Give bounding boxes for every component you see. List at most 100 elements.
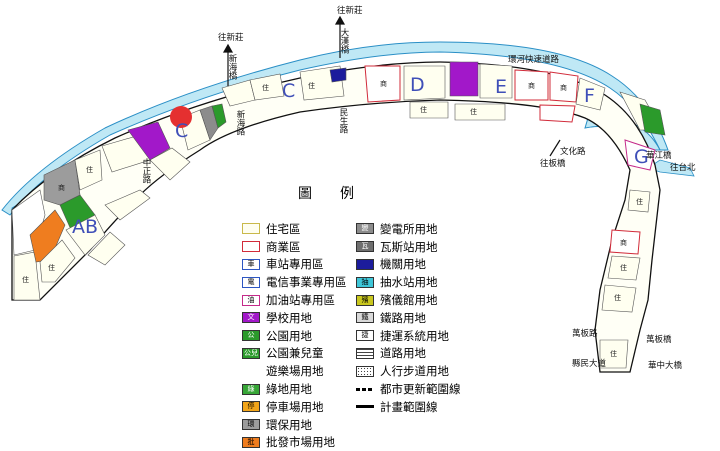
legend-swatch (242, 223, 260, 235)
zone-letters: AB C C D E F G (72, 74, 649, 238)
legend: 圖例 住宅區商業區車車站專用區電電信事業專用區油加油站專用區文學校用地公公園用地… (238, 183, 498, 449)
parcel-label: 住 (48, 263, 55, 272)
legend-label: 都市更新範圍線 (380, 382, 461, 397)
legend-swatch: 變 (356, 223, 374, 235)
legend-item: 捷 捷運系統用地 (356, 327, 461, 345)
legend-swatch: 公 (242, 330, 260, 342)
legend-swatch-glyph: 抽 (361, 277, 369, 286)
legend-swatch (356, 387, 374, 391)
to-banqiao: 往板橋 (540, 158, 566, 169)
parcel-label: 商 (620, 238, 627, 247)
legend-swatch-glyph: 電 (247, 277, 255, 286)
legend-label: 住宅區 (266, 221, 301, 236)
parcel-label: 住 (22, 275, 29, 284)
legend-item: 道路用地 (356, 345, 461, 363)
legend-item: 鐵鐵路用地 (356, 309, 461, 327)
legend-item: 都市更新範圍線 (356, 380, 461, 398)
legend-label: 機關用地 (380, 257, 426, 272)
legend-swatch: 抽 (356, 276, 374, 288)
legend-item: 遊樂場用地 (242, 362, 347, 380)
legend-item: 停 停車場用地 (242, 398, 347, 416)
legend-label: 人行步道用地 (380, 364, 449, 379)
legend-swatch-glyph: 油 (247, 295, 255, 304)
parcel-label: 商 (58, 183, 65, 192)
legend-swatch-glyph: 瓦 (361, 242, 369, 251)
legend-label: 變電所用地 (380, 221, 438, 236)
parcel-label: 住 (470, 107, 477, 116)
legend-swatch-glyph: 公 (247, 331, 255, 340)
wanban-bridge: 萬板橋 (646, 334, 672, 345)
legend-swatch (356, 347, 374, 359)
legend-swatch: 公兒 (242, 347, 260, 359)
parcels (11, 61, 666, 369)
legend-swatch-glyph: 公兒 (244, 348, 258, 357)
parcel-label: 住 (86, 165, 93, 174)
parcel-label: 住 (636, 197, 643, 206)
legend-swatch: 殯 (356, 294, 374, 306)
legend-label: 計畫範圍線 (380, 399, 438, 414)
legend-label: 停車場用地 (266, 399, 324, 414)
zone-f-label: F (584, 85, 595, 107)
huajiang-bridge: 華江橋 (646, 150, 672, 161)
legend-label: 殯儀館用地 (380, 293, 438, 308)
xinhai-road: 新海路 (235, 109, 245, 136)
zone-d-label: D (410, 74, 425, 96)
legend-swatch-glyph: 殯 (361, 295, 369, 304)
legend-swatch: 鐵 (356, 312, 374, 324)
zone-e-label: E (495, 76, 507, 98)
legend-swatch-glyph: 鐵 (361, 313, 369, 322)
to-xinzhuang-2: 往新莊 (218, 32, 244, 43)
legend-label: 加油站專用區 (266, 293, 335, 308)
legend-item: 電 電信事業專用區 (242, 273, 347, 291)
legend-swatch-glyph: 停 (247, 402, 255, 411)
legend-label: 捷運系統用地 (380, 328, 449, 343)
legend-item: 批批發市場用地 (242, 434, 347, 451)
parcel-label: 住 (610, 349, 617, 358)
legend-label: 電信事業專用區 (266, 275, 347, 290)
legend-item: 變變電所用地 (356, 220, 461, 238)
legend-swatch: 綠 (242, 383, 260, 395)
legend-item: 機關用地 (356, 256, 461, 274)
zone-c1-label: C (175, 120, 188, 142)
legend-swatch-glyph: 車 (247, 259, 255, 268)
legend-swatch-glyph: 綠 (247, 384, 255, 393)
parcel-label: 住 (308, 81, 315, 90)
xinhai-bridge: 新海橋 (227, 53, 237, 80)
daxi-bridge: 大漢橋 (339, 27, 349, 54)
zhongzheng-road: 中正路 (141, 157, 151, 184)
legend-swatch: 瓦 (356, 241, 374, 253)
parcel-label: 住 (614, 293, 621, 302)
legend-item: 計畫範圍線 (356, 398, 461, 416)
legend-item: 油 加油站專用區 (242, 291, 347, 309)
legend-swatch: 車 (242, 258, 260, 270)
parcel-label: 商 (380, 79, 387, 88)
legend-item: 住宅區 (242, 220, 347, 238)
minsheng-road: 民生路 (338, 108, 348, 134)
legend-label: 車站專用區 (266, 257, 324, 272)
legend-swatch-glyph: 捷 (361, 331, 369, 340)
legend-item: 商業區 (242, 238, 347, 256)
legend-item: 人行步道用地 (356, 362, 461, 380)
wenhua-road: 文化路 (560, 146, 586, 157)
legend-item: 公兒公園兼兒童 (242, 345, 347, 363)
parcel-label: 商 (560, 83, 567, 92)
legend-swatch-glyph: 批 (247, 437, 255, 446)
river-expressway: 環河快速道路 (508, 54, 560, 65)
to-xinzhuang-1: 往新莊 (337, 5, 363, 16)
legend-swatch: 環 (242, 419, 260, 431)
legend-left-column: 住宅區商業區車車站專用區電電信事業專用區油加油站專用區文學校用地公公園用地公兒公… (242, 220, 347, 451)
legend-swatch: 電 (242, 276, 260, 288)
legend-label: 瓦斯站用地 (380, 239, 438, 254)
legend-label: 環保用地 (266, 417, 312, 432)
legend-label: 學校用地 (266, 310, 312, 325)
location-marker (170, 106, 192, 128)
huazhong-bridge: 華中大橋 (648, 360, 683, 371)
legend-label: 公園用地 (266, 328, 312, 343)
xinmin-avenue: 縣民大道 (572, 358, 607, 369)
parcel-label: 住 (420, 105, 427, 114)
legend-label: 道路用地 (380, 346, 426, 361)
legend-item: 環環保用地 (242, 416, 347, 434)
parcel-label: 商 (528, 81, 535, 90)
legend-label: 公園兼兒童 (266, 346, 324, 361)
